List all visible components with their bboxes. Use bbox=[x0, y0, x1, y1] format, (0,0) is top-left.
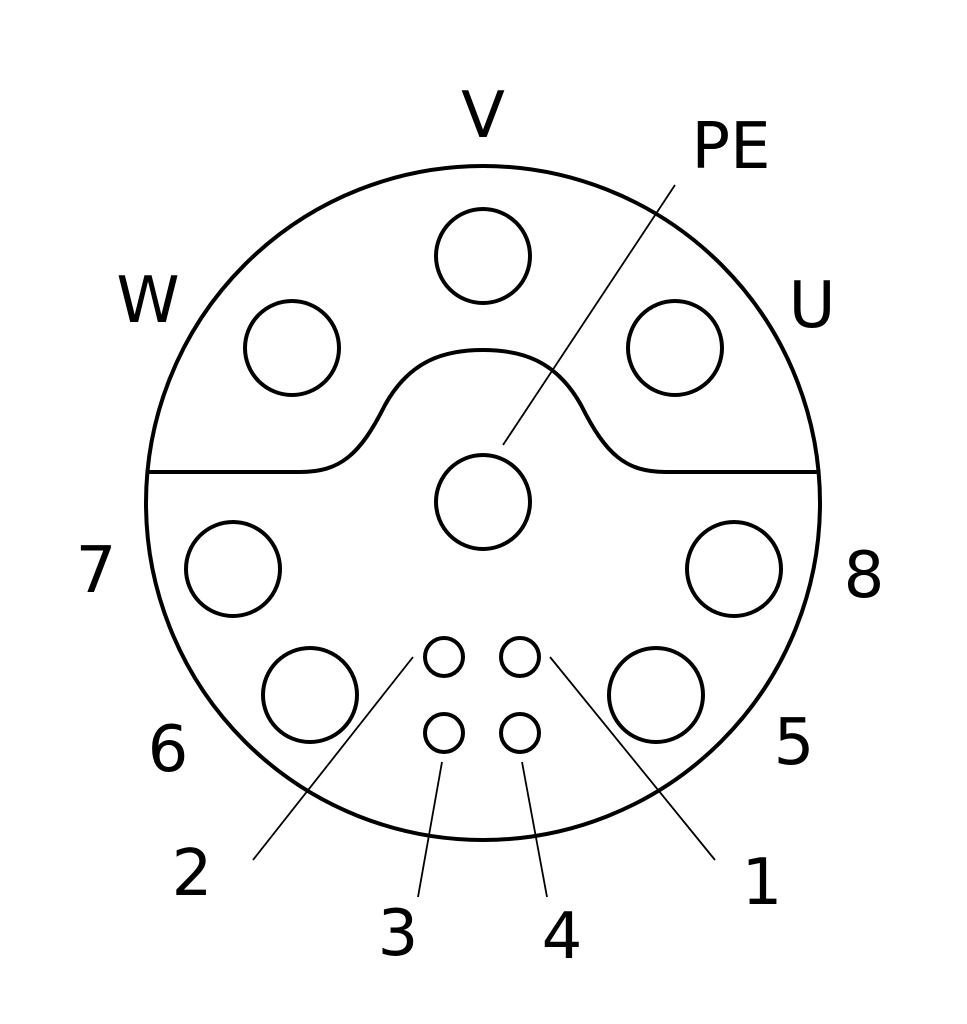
label-u: U bbox=[789, 269, 836, 343]
contact-v bbox=[434, 207, 532, 305]
leader-line-2 bbox=[252, 656, 414, 861]
leader-line-pe bbox=[502, 184, 676, 446]
contact-6 bbox=[261, 646, 359, 744]
label-2: 2 bbox=[172, 837, 213, 911]
contact-4 bbox=[499, 712, 541, 754]
leader-line-4 bbox=[521, 761, 548, 898]
leader-line-1 bbox=[549, 656, 716, 861]
label-w: W bbox=[116, 264, 179, 338]
label-8: 8 bbox=[844, 539, 885, 613]
leader-line-3 bbox=[417, 761, 443, 898]
label-7: 7 bbox=[76, 534, 117, 608]
connector-outline bbox=[144, 164, 822, 842]
contact-7 bbox=[184, 520, 282, 618]
label-pe: PE bbox=[691, 110, 770, 184]
label-6: 6 bbox=[148, 713, 189, 787]
contact-pe bbox=[434, 453, 532, 551]
label-4: 4 bbox=[542, 900, 583, 974]
contact-5 bbox=[607, 646, 705, 744]
section-divider bbox=[147, 347, 820, 474]
contact-1 bbox=[499, 636, 541, 678]
contact-3 bbox=[423, 712, 465, 754]
label-5: 5 bbox=[774, 706, 815, 780]
label-v: V bbox=[461, 79, 505, 153]
label-3: 3 bbox=[378, 897, 419, 971]
contact-u bbox=[626, 299, 724, 397]
contact-2 bbox=[423, 636, 465, 678]
contact-w bbox=[243, 299, 341, 397]
contact-8 bbox=[685, 520, 783, 618]
label-1: 1 bbox=[742, 846, 783, 920]
